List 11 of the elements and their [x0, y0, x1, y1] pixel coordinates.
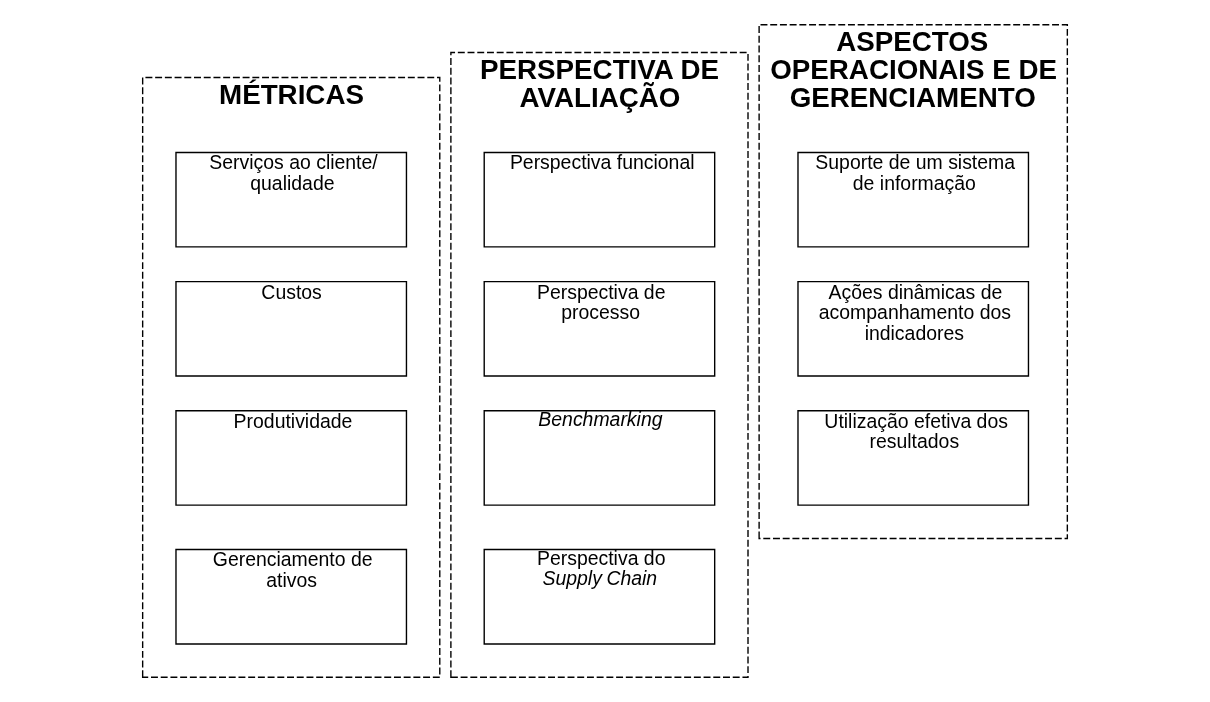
node-box: Custos [175, 280, 408, 377]
node-box: Suporte de um sistema de informação [797, 151, 1030, 248]
node-box: Produtividade [175, 410, 408, 506]
node-box: Serviços ao cliente/ qualidade [175, 151, 408, 248]
node-box: Utilização efetiva dos resultados [797, 410, 1030, 506]
node-box: Perspectiva de processo [483, 280, 716, 377]
node-box: Benchmarking [483, 410, 716, 506]
node-box: Perspectiva funcional [483, 151, 716, 248]
node-box: Gerenciamento de ativos [175, 548, 408, 645]
node-box: Ações dinâmicas de acompanhamento dos indicadores [797, 280, 1030, 377]
node-box: Perspectiva do Supply Chain [483, 548, 716, 645]
